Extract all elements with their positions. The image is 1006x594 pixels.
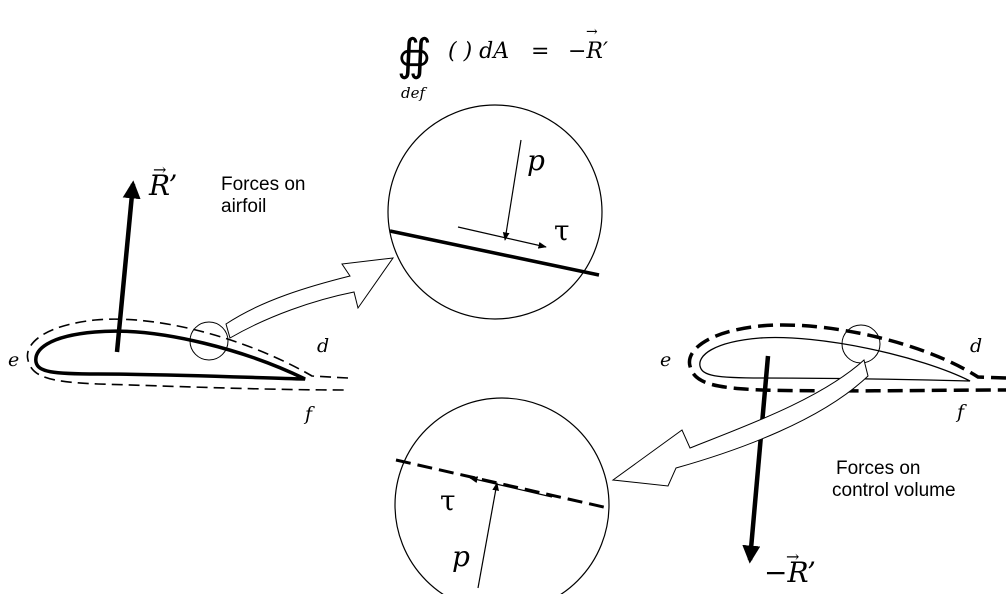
left-point-f: f [303,403,315,425]
forces-on-airfoil-line1: Forces on [221,174,305,195]
left-control-volume-outline [26,318,349,391]
right-point-e: e [660,349,671,371]
lower-zoom-circle: p τ [394,397,610,594]
forces-on-cv-line1: Forces on [836,458,920,479]
left-airfoil-outline [34,329,306,381]
right-airfoil-group: −R’ → Forces on control volume e d f [660,323,1006,589]
right-force-vector-arrow: → [786,547,799,566]
upper-zoom-circle-outline [387,104,603,320]
left-resultant-force-arrow [114,180,141,353]
upper-shear-arrow [457,226,547,249]
airfoil-surface-line [389,229,600,277]
left-point-d: d [317,335,329,357]
right-force-label: −R’ [764,556,816,589]
control-surface-line [395,458,609,510]
left-magnifier-spot [189,321,229,361]
lower-shear-arrow [469,476,553,498]
left-force-vector-arrow: → [153,160,166,179]
momentum-equation: ∯ ( ) dA = −R′ → def [397,24,608,102]
integral-subscript: def [401,84,427,102]
lower-shear-label: τ [440,484,456,517]
left-point-e: e [8,349,19,371]
right-resultant-force-arrow [742,355,771,564]
upper-zoom-circle: p τ [387,104,603,320]
left-airfoil-group: R’ → Forces on airfoil e d f [8,160,349,425]
equals-sign: = [531,39,549,64]
left-force-label: R’ [148,169,177,202]
right-airfoil-outline [699,336,971,382]
integrand-text: ( ) dA [448,39,509,64]
upper-zoom-arrow [225,257,395,339]
upper-pressure-label: p [527,144,545,177]
lower-pressure-label: p [452,540,470,573]
upper-pressure-arrow [502,139,522,241]
right-control-volume-outline [687,323,1006,393]
right-point-f: f [955,401,967,423]
lower-zoom-circle-outline [394,397,610,594]
surface-integral-sign: ∯ [397,30,432,81]
forces-on-cv-line2: control volume [832,480,956,501]
equation-rhs: −R′ [568,39,608,64]
upper-shear-label: τ [554,214,570,247]
vector-arrow-rhs: → [586,24,598,40]
lower-zoom-arrow [611,359,869,487]
forces-on-airfoil-line2: airfoil [221,196,266,217]
lower-pressure-arrow [477,482,499,589]
right-point-d: d [970,335,982,357]
